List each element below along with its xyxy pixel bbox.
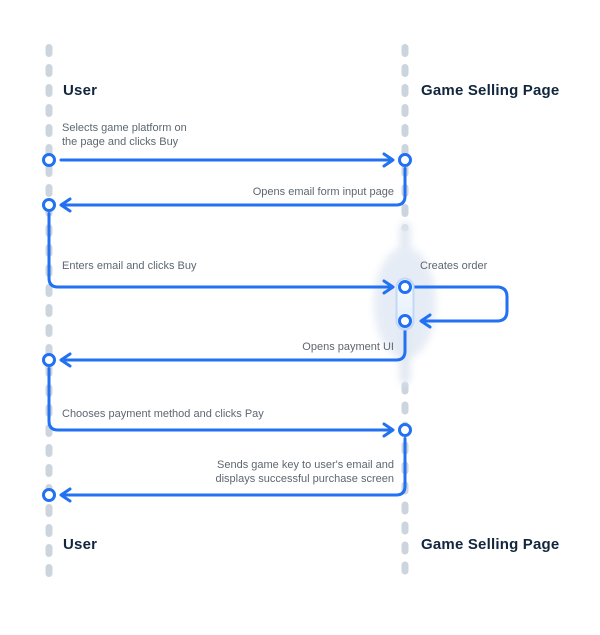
message-label-opens-email-form: Opens email form input page bbox=[253, 185, 394, 199]
message-label-enters-email: Enters email and clicks Buy bbox=[62, 259, 197, 273]
arrowhead-left-icon bbox=[59, 197, 72, 213]
participant-user-top: User bbox=[63, 82, 98, 99]
arrow-opens-payment-ui bbox=[61, 328, 407, 362]
arrowhead-left-icon bbox=[59, 352, 72, 368]
message-label-select-platform: Selects game platform on the page and cl… bbox=[62, 121, 187, 149]
message-line: Chooses payment method and clicks Pay bbox=[62, 408, 264, 420]
participant-game-selling-page-bottom: Game Selling Page bbox=[421, 536, 560, 553]
message-line: Selects game platform on bbox=[62, 122, 187, 134]
message-line: the page and clicks Buy bbox=[62, 136, 179, 148]
message-line: displays successful purchase screen bbox=[215, 473, 394, 485]
message-line: Opens email form input page bbox=[252, 186, 394, 198]
arrowhead-right-icon bbox=[382, 152, 395, 168]
message-line: Opens payment UI bbox=[302, 341, 394, 353]
arrowhead-left-icon bbox=[419, 313, 432, 329]
message-label-creates-order: Creates order bbox=[420, 259, 487, 273]
endpoint-circle-page-1 bbox=[398, 153, 412, 167]
endpoint-circle-page-2 bbox=[398, 423, 412, 437]
message-label-opens-payment-ui: Opens payment UI bbox=[302, 340, 394, 354]
arrow-opens-email-form bbox=[61, 167, 407, 207]
endpoint-circle-user-3 bbox=[42, 353, 56, 367]
message-label-sends-game-key: Sends game key to user's email and displ… bbox=[215, 458, 394, 486]
arrowhead-right-icon bbox=[382, 422, 395, 438]
message-label-chooses-payment: Chooses payment method and clicks Pay bbox=[62, 407, 264, 421]
endpoint-circle-user-4 bbox=[42, 488, 56, 502]
arrow-enters-email bbox=[47, 212, 393, 289]
endpoint-circle-loop-bottom bbox=[398, 314, 412, 328]
participant-user-bottom: User bbox=[63, 536, 98, 553]
arrow-creates-order-loop bbox=[411, 285, 509, 323]
endpoint-circle-user-1 bbox=[42, 153, 56, 167]
arrowhead-right-icon bbox=[382, 279, 395, 295]
arrow-sends-game-key bbox=[61, 437, 407, 497]
arrowhead-left-icon bbox=[59, 487, 72, 503]
endpoint-circle-user-2 bbox=[42, 198, 56, 212]
message-line: Enters email and clicks Buy bbox=[62, 260, 197, 272]
participant-game-selling-page-top: Game Selling Page bbox=[421, 82, 560, 99]
arrow-chooses-payment bbox=[47, 367, 393, 432]
message-line: Creates order bbox=[420, 260, 488, 272]
endpoint-circle-loop-top bbox=[398, 280, 412, 294]
message-line: Sends game key to user's email and bbox=[217, 459, 394, 471]
